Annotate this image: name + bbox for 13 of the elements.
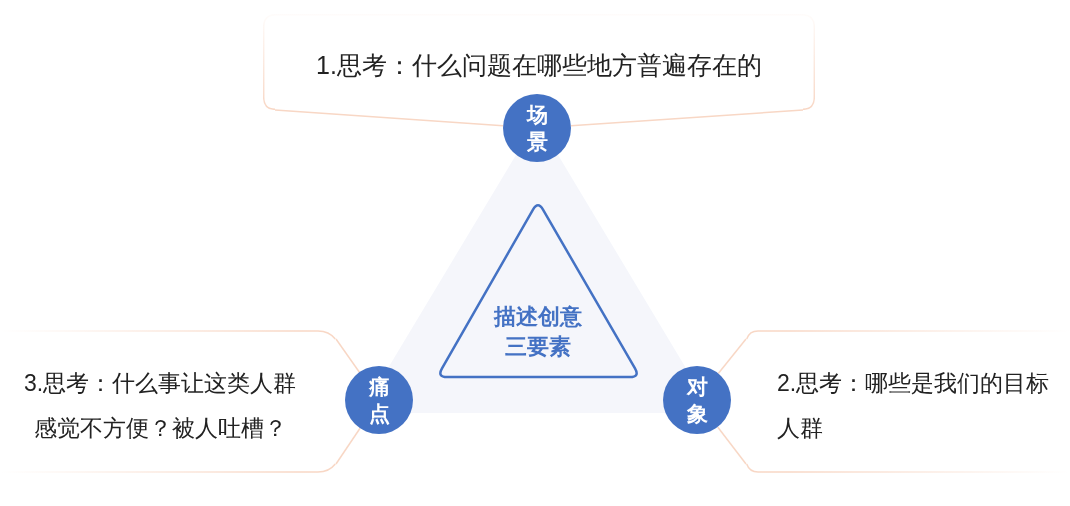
connector-line [335, 338, 361, 373]
circle-label: 痛点 [368, 374, 390, 427]
connector-line [717, 338, 747, 375]
circle-label: 对象 [686, 374, 708, 427]
triangle-label: 描述创意三要素 [492, 303, 583, 361]
callout-text: 3.思考：什么事让这类人群感觉不方便？被人吐槽？ [22, 368, 298, 443]
circle-label: 场景 [526, 102, 548, 155]
connector-line [274, 109, 504, 127]
connector-line [570, 109, 804, 127]
connector-line [335, 427, 361, 465]
callout-text: 1.思考：什么问题在哪些地方普遍存在的 [315, 50, 763, 81]
connector-line [716, 426, 747, 465]
callout-text: 2.思考：哪些是我们的目标人群 [777, 368, 1051, 443]
